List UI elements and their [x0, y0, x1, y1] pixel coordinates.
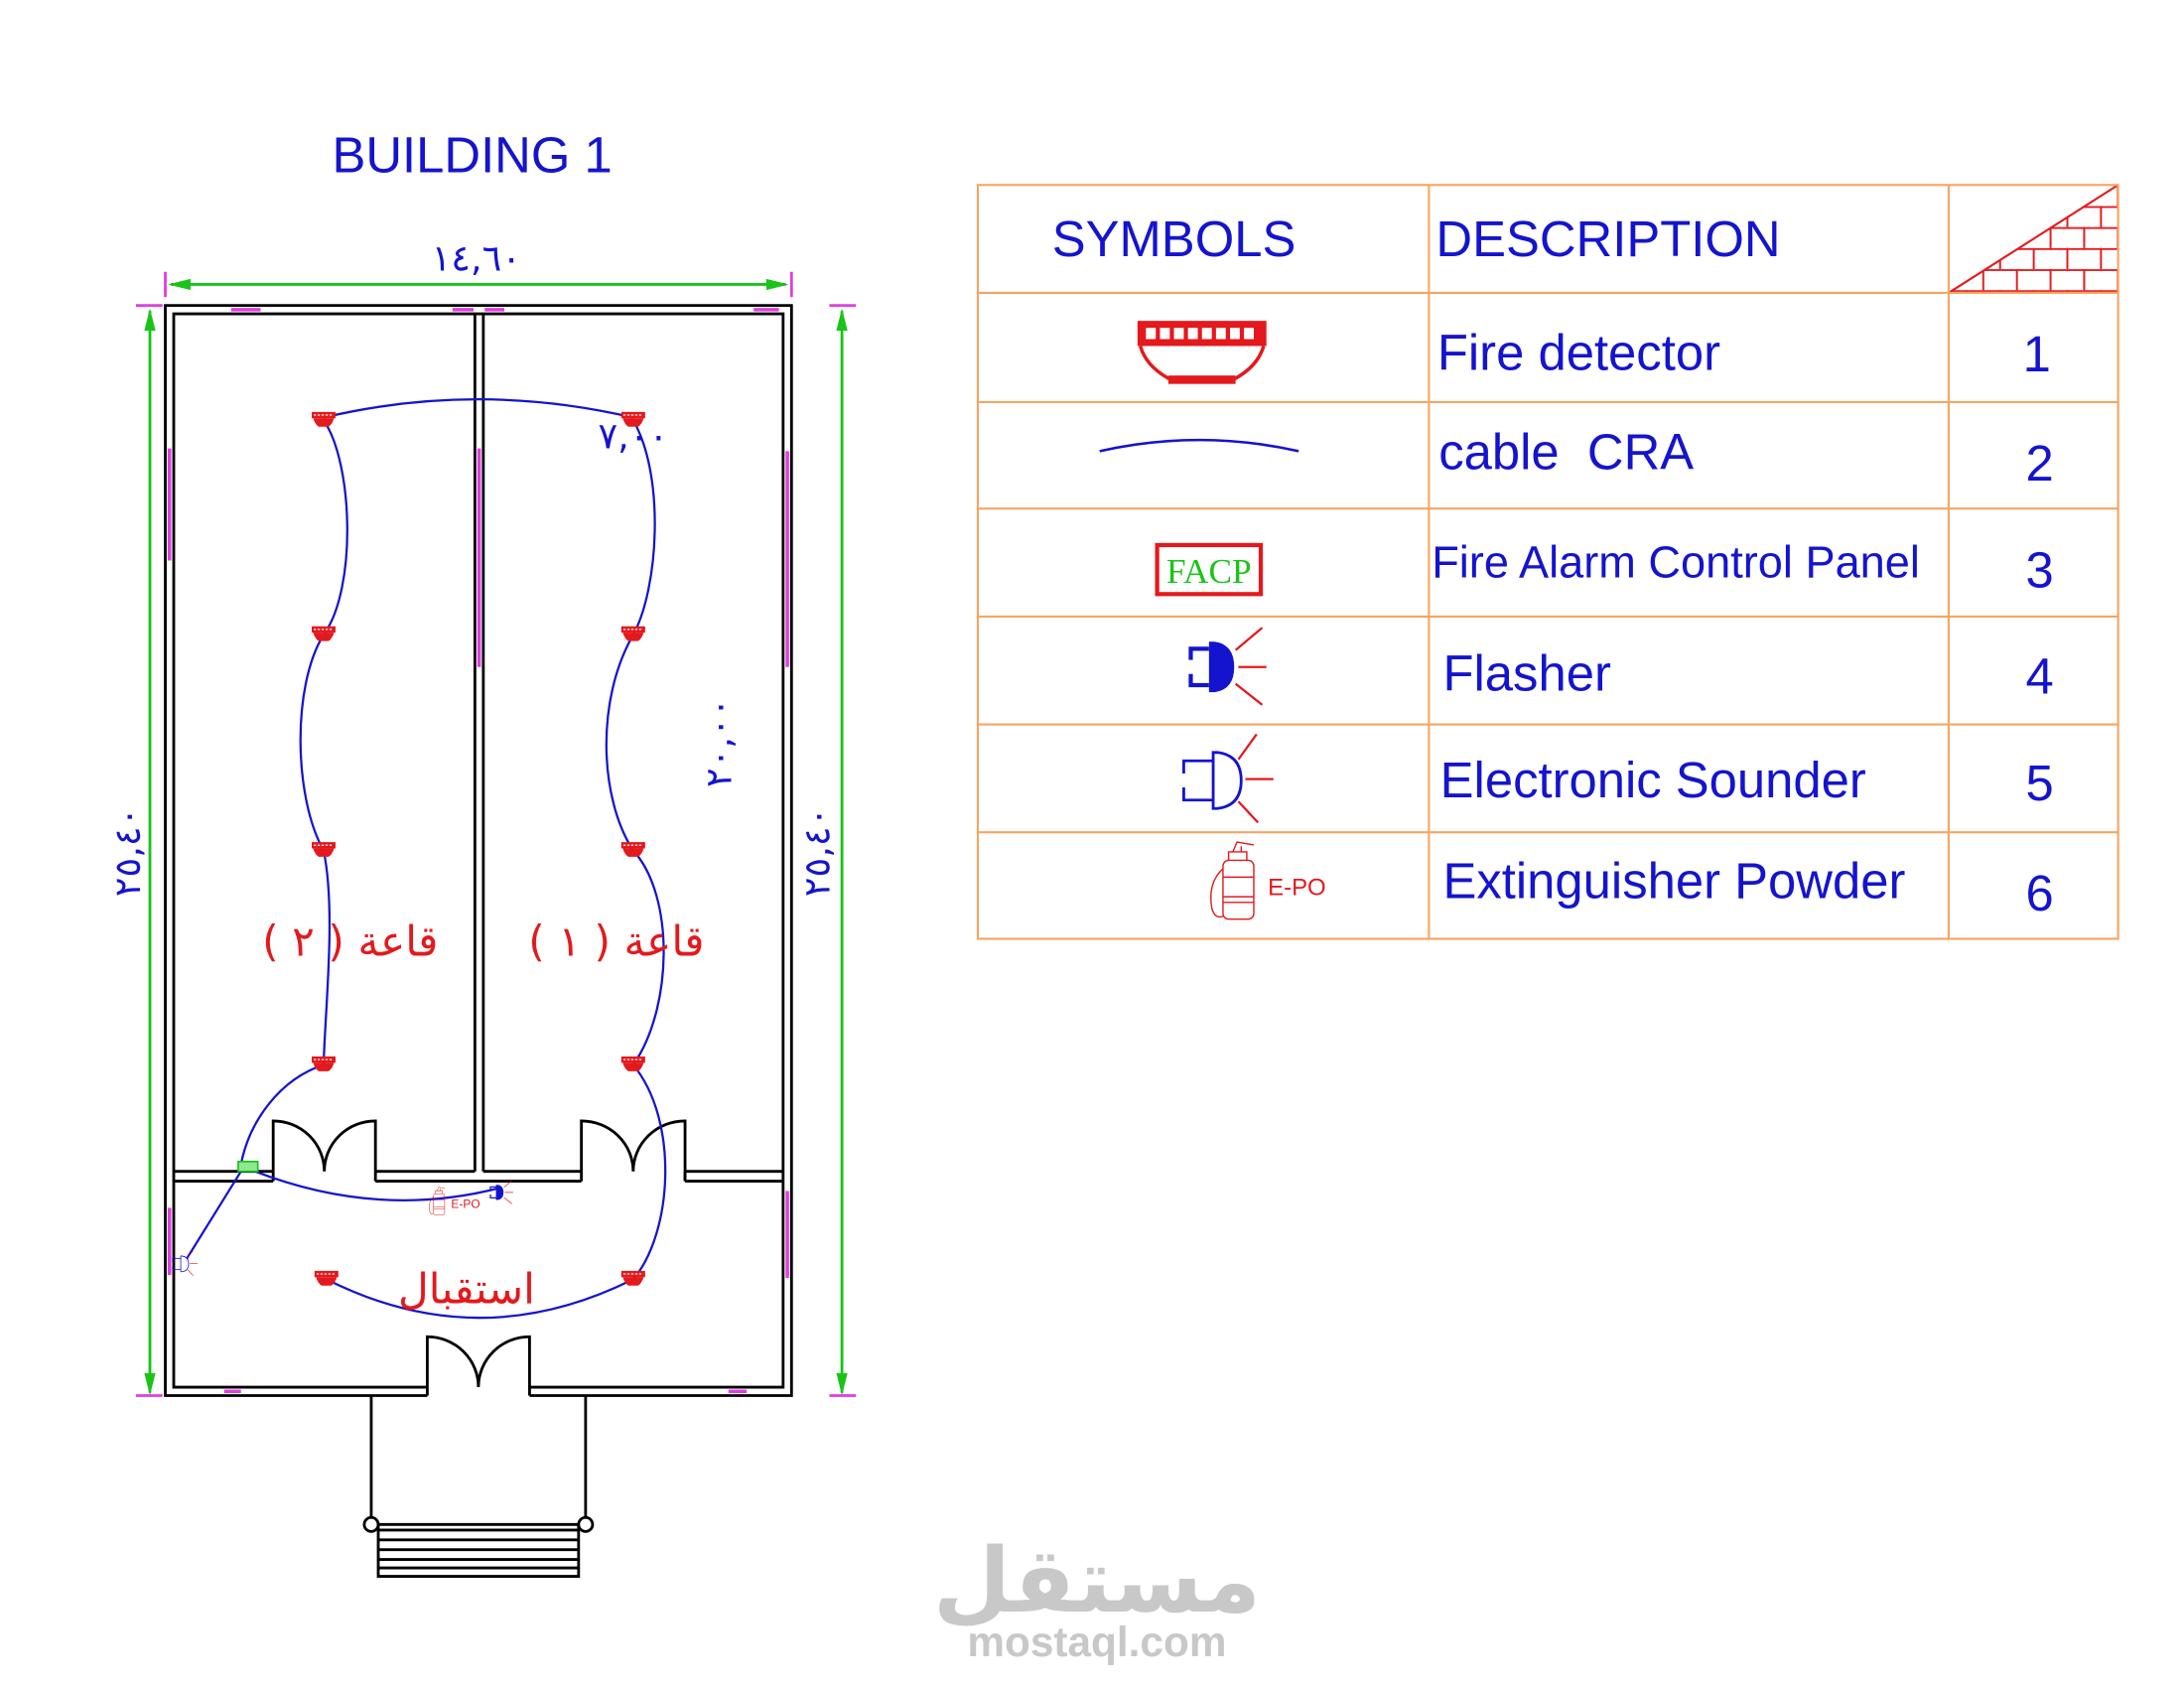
- dimension-line-left: [135, 304, 163, 1397]
- cable-run: [323, 398, 634, 419]
- cable-run: [322, 850, 332, 1065]
- entrance-steps: [376, 1524, 581, 1578]
- entrance-porch: [362, 1395, 595, 1533]
- legend-header-symbols: SYMBOLS: [1052, 211, 1297, 267]
- door-main-entrance: [426, 1335, 531, 1396]
- fire-detector-icon: [1136, 319, 1269, 386]
- fire-detector-icon: [311, 411, 337, 428]
- legend-header-description: DESCRIPTION: [1435, 211, 1780, 267]
- extinguisher-icon: [1210, 841, 1255, 920]
- window-markers: [168, 308, 789, 1394]
- cable-line-icon: [1099, 438, 1299, 453]
- door-hall-1: [580, 1119, 687, 1182]
- inner-wall-outline: [172, 312, 785, 1389]
- corridor-wall: [173, 1170, 783, 1184]
- legend-description: Fire detector: [1437, 325, 1720, 381]
- cable-run: [299, 633, 325, 852]
- watermark-logo-arabic: مستقل: [933, 1529, 1261, 1633]
- fire-detector-icon: [620, 1055, 646, 1072]
- outer-wall-outline: [164, 304, 793, 1397]
- legend-number: 6: [2026, 865, 2054, 921]
- dimension-length-left-label: ٢٥,٤٠: [106, 807, 149, 897]
- fire-detector-icon: [311, 626, 337, 642]
- room-label-hall-1: قاعة ( ١ ): [528, 916, 704, 965]
- cable-run: [605, 633, 634, 852]
- fire-detector-icon: [311, 841, 337, 858]
- building-walls: [164, 304, 793, 1397]
- legend-number: 1: [2023, 326, 2051, 382]
- sounder-icon: [172, 1250, 199, 1277]
- fire-detector-icon: [620, 841, 646, 858]
- legend-description: Extinguisher Powder: [1442, 853, 1905, 910]
- legend-number: 2: [2026, 435, 2054, 492]
- legend-table: SYMBOLS DESCRIPTION Fire detector 1 cabl…: [976, 184, 2119, 940]
- partition-wall: [473, 314, 485, 1172]
- flasher-icon: [1190, 628, 1266, 705]
- facp-panel-icon: FACP: [1155, 542, 1264, 597]
- flasher-icon: [489, 1180, 514, 1204]
- cable-run: [631, 419, 656, 635]
- legend-grid: [976, 184, 2119, 940]
- legend-number: 5: [2026, 755, 2054, 811]
- door-hall-2: [271, 1119, 377, 1172]
- legend-description: Flasher: [1442, 645, 1610, 702]
- dimension-line-right: [829, 304, 857, 1397]
- dimension-line-top: [164, 271, 793, 298]
- cable-run: [254, 1170, 499, 1201]
- dimension-hall-length-label: ٢٠,٠٠: [698, 698, 741, 787]
- facp-panel-icon: [237, 1160, 259, 1173]
- dimension-length-right-label: ٢٥,٤٠: [795, 807, 838, 897]
- cable-run: [326, 1278, 634, 1320]
- cable-run: [631, 1063, 667, 1281]
- cable-run: [323, 419, 348, 635]
- building-title: BUILDING 1: [332, 127, 612, 184]
- legend-description: cable CRA: [1438, 424, 1694, 481]
- room-label-reception: استقبال: [398, 1264, 535, 1313]
- extinguisher-icon: [429, 1187, 446, 1215]
- fire-detector-icon: [620, 626, 646, 642]
- legend-hatch-diagonal: [1948, 184, 2119, 294]
- cable-run: [182, 1171, 242, 1265]
- legend-description: Electronic Sounder: [1440, 752, 1866, 808]
- cable-runs: [182, 398, 667, 1320]
- legend-description: Fire Alarm Control Panel: [1432, 536, 1920, 587]
- legend-number: 3: [2026, 541, 2054, 598]
- cable-run: [239, 1063, 325, 1165]
- extinguisher-icon-text: E-PO: [1268, 875, 1326, 902]
- legend-number: 4: [2026, 648, 2054, 705]
- sounder-icon: [1182, 733, 1276, 824]
- room-label-hall-2: قاعة ( ٢ ): [262, 916, 438, 965]
- dimension-width-label: ١٤,٦٠: [432, 236, 521, 279]
- watermark-url: mostaql.com: [967, 1618, 1226, 1665]
- cable-run: [631, 849, 665, 1066]
- plan-extinguisher-label: E-PO: [451, 1196, 479, 1210]
- facp-icon-text: FACP: [1166, 552, 1252, 591]
